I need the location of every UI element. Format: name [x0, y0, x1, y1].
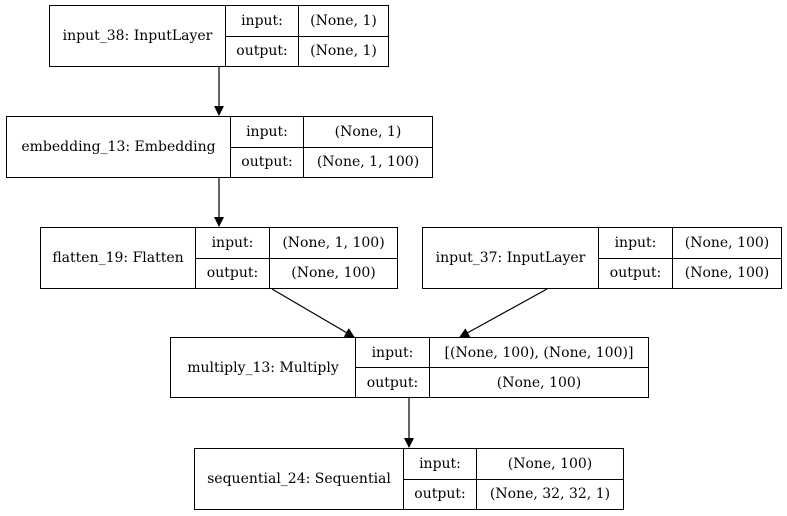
input-label: input: — [231, 117, 304, 147]
output-shape: (None, 100) — [684, 265, 770, 282]
node-shape-table: input: [(None, 100), (None, 100)] output… — [356, 338, 648, 397]
node-sequential-24: sequential_24: Sequential input: (None, … — [194, 448, 624, 510]
output-row: output: (None, 32, 32, 1) — [404, 478, 623, 509]
node-multiply-13: multiply_13: Multiply input: [(None, 100… — [170, 337, 649, 398]
output-shape: (None, 32, 32, 1) — [489, 486, 611, 503]
input-label: input: — [196, 228, 270, 258]
node-embedding-13: embedding_13: Embedding input: (None, 1)… — [6, 116, 433, 178]
edge-flatten-19-to-multiply-13 — [271, 288, 355, 338]
input-shape: (None, 100) — [507, 455, 593, 472]
output-shape: (None, 1, 100) — [316, 154, 420, 171]
output-label: output: — [226, 36, 299, 66]
node-shape-table: input: (None, 100) output: (None, 32, 32… — [404, 449, 623, 509]
node-input-38: input_38: InputLayer input: (None, 1) ou… — [49, 5, 389, 67]
output-shape: (None, 100) — [496, 374, 582, 391]
node-shape-table: input: (None, 1, 100) output: (None, 100… — [196, 228, 397, 288]
output-row: output: (None, 100) — [599, 257, 781, 288]
node-name: input_38: InputLayer — [50, 6, 226, 66]
node-shape-table: input: (None, 100) output: (None, 100) — [599, 228, 781, 288]
input-shape: (None, 100) — [684, 234, 770, 251]
input-row: input: (None, 1, 100) — [196, 228, 397, 258]
output-label: output: — [196, 258, 270, 288]
input-label: input: — [404, 449, 477, 479]
node-input-37: input_37: InputLayer input: (None, 100) … — [422, 227, 782, 289]
input-row: input: (None, 1) — [231, 117, 432, 147]
node-flatten-19: flatten_19: Flatten input: (None, 1, 100… — [40, 227, 398, 289]
input-label: input: — [356, 338, 430, 367]
input-row: input: (None, 1) — [226, 6, 388, 36]
input-shape: (None, 1) — [334, 123, 402, 140]
input-shape: (None, 1, 100) — [282, 234, 385, 251]
output-row: output: (None, 1) — [226, 35, 388, 66]
output-row: output: (None, 100) — [196, 257, 397, 288]
node-shape-table: input: (None, 1) output: (None, 1) — [226, 6, 388, 66]
output-row: output: (None, 100) — [356, 367, 648, 397]
output-shape: (None, 1) — [310, 43, 377, 60]
input-shape: (None, 1) — [310, 12, 377, 29]
output-shape: (None, 100) — [291, 265, 376, 282]
node-name: multiply_13: Multiply — [171, 338, 356, 397]
input-shape: [(None, 100), (None, 100)] — [444, 344, 634, 361]
output-row: output: (None, 1, 100) — [231, 146, 432, 177]
input-row: input: (None, 100) — [599, 228, 781, 258]
input-row: input: (None, 100) — [404, 449, 623, 479]
input-label: input: — [226, 6, 299, 36]
node-name: flatten_19: Flatten — [41, 228, 196, 288]
node-shape-table: input: (None, 1) output: (None, 1, 100) — [231, 117, 432, 177]
node-name: embedding_13: Embedding — [7, 117, 231, 177]
input-row: input: [(None, 100), (None, 100)] — [356, 338, 648, 367]
input-label: input: — [599, 228, 673, 258]
output-label: output: — [231, 147, 304, 177]
output-label: output: — [356, 368, 430, 397]
output-label: output: — [599, 258, 673, 288]
edge-input-37-to-multiply-13 — [459, 288, 548, 338]
node-name: sequential_24: Sequential — [195, 449, 404, 509]
node-name: input_37: InputLayer — [423, 228, 599, 288]
output-label: output: — [404, 479, 477, 509]
